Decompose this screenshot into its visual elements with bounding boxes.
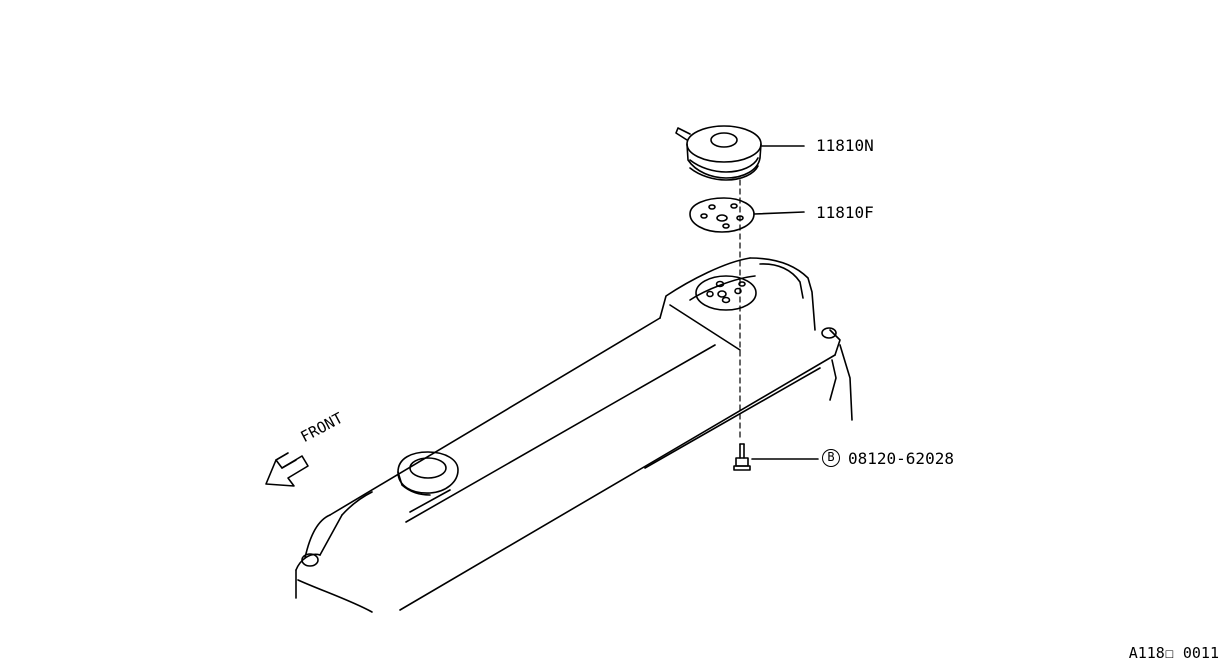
rocker-cover: [295, 257, 853, 613]
bolt: [733, 443, 751, 471]
label-vent-cap: 11810N: [816, 136, 874, 155]
label-gasket: 11810F: [816, 203, 874, 222]
vent-gasket: [689, 197, 755, 233]
vent-cap: [675, 125, 762, 181]
front-arrow-icon: [265, 455, 309, 487]
bolt-symbol-badge: B: [822, 449, 840, 467]
label-bolt: 08120-62028: [848, 449, 954, 468]
figure-code: A118☐ 0011: [1128, 644, 1219, 662]
leader-line-gasket: [753, 211, 805, 215]
